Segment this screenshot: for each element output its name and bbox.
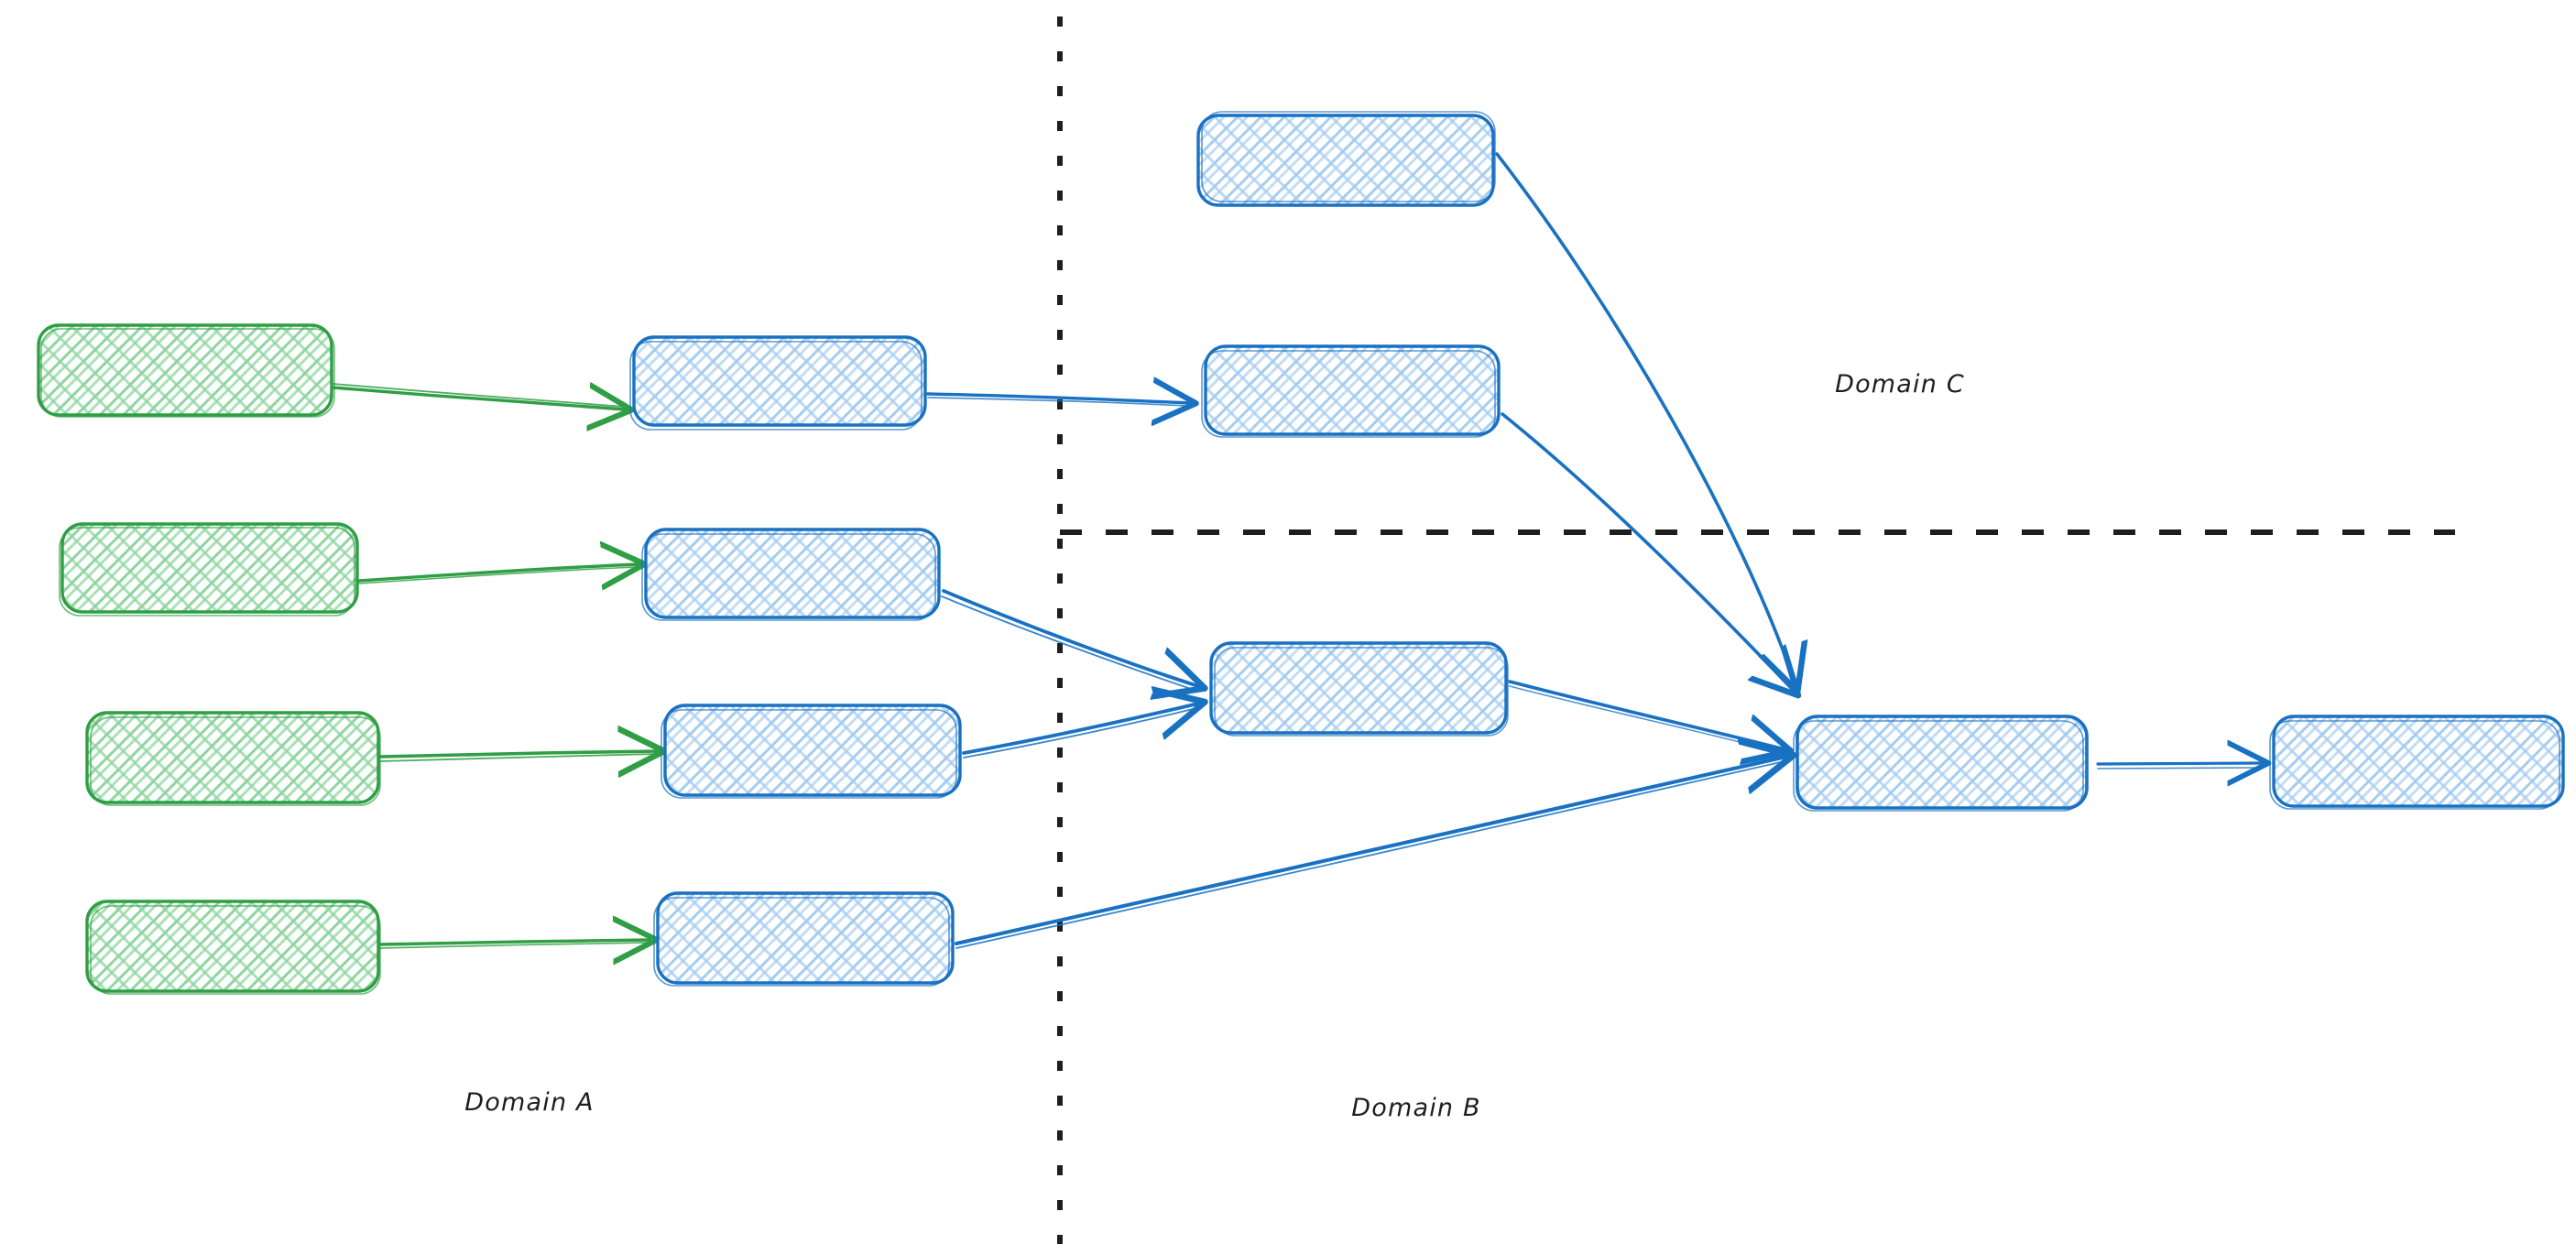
domain-label-a: Domain A xyxy=(464,1088,594,1117)
node-a4[interactable] xyxy=(85,900,381,995)
edge-a3-b3 xyxy=(378,751,658,761)
node-a3[interactable] xyxy=(85,711,381,806)
node-a1[interactable] xyxy=(37,323,335,418)
edge-a1-b1 xyxy=(331,384,626,409)
edge-c2-m1 xyxy=(1501,412,1794,691)
node-a2[interactable] xyxy=(59,522,359,617)
edge-c1-m1 xyxy=(1495,152,1796,685)
edge-b2-c3 xyxy=(941,589,1198,691)
node-b3[interactable] xyxy=(660,704,962,799)
node-c2[interactable] xyxy=(1201,344,1501,438)
edge-b4-m1 xyxy=(955,757,1786,949)
nodes-layer xyxy=(37,111,2565,995)
edge-a4-b4 xyxy=(378,940,650,948)
domain-label-b: Domain B xyxy=(1351,1094,1480,1122)
edge-a2-b2 xyxy=(357,564,639,584)
node-c1[interactable] xyxy=(1196,111,1496,207)
node-c3[interactable] xyxy=(1209,641,1509,737)
domain-labels-layer: Domain A Domain B Domain C xyxy=(464,370,1965,1122)
node-o1[interactable] xyxy=(2269,715,2565,810)
node-m1[interactable] xyxy=(1793,715,2089,812)
edges-layer xyxy=(331,152,2263,949)
domain-dividers xyxy=(1057,16,2455,1244)
edge-b3-c3 xyxy=(962,704,1198,758)
node-b2[interactable] xyxy=(641,528,941,621)
node-b4[interactable] xyxy=(653,891,955,987)
edge-m1-o1 xyxy=(2096,763,2263,769)
edge-c3-m1 xyxy=(1508,680,1785,753)
node-b1[interactable] xyxy=(629,335,927,431)
edge-b1-c2 xyxy=(926,394,1190,406)
domain-label-c: Domain C xyxy=(1835,370,1965,398)
